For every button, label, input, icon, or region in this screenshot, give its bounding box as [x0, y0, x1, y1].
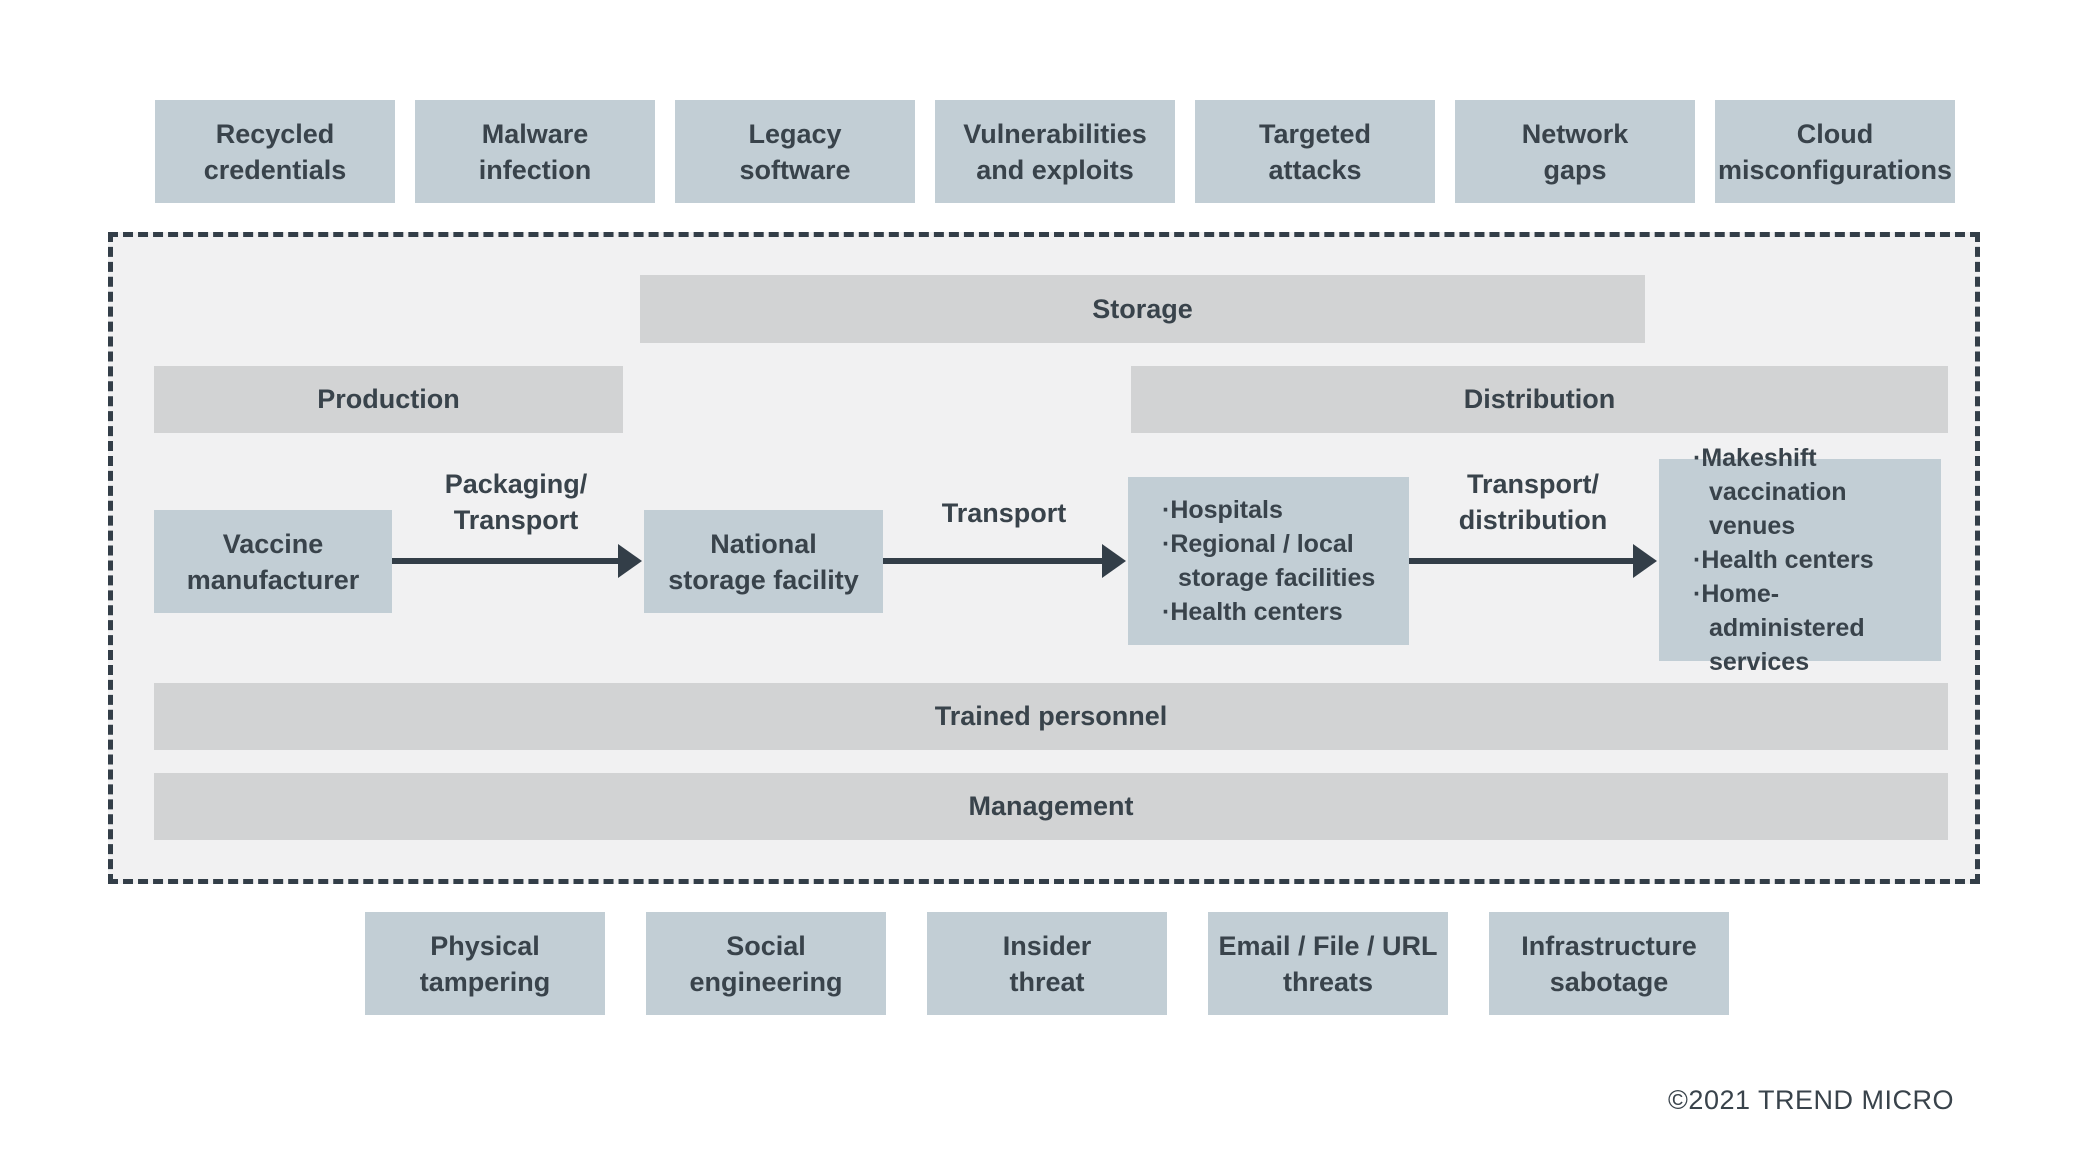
arrow-shaft	[392, 558, 618, 564]
node-final-destinations: Makeshift vaccination venues Health cent…	[1659, 444, 1941, 676]
stage-bar-management: Management	[154, 773, 1948, 840]
threat-box-insider-threat: Insider threat	[927, 912, 1167, 1015]
regional-destinations-list: Hospitals Regional / local storage facil…	[1162, 493, 1399, 629]
list-item: Regional / local storage facilities	[1162, 527, 1399, 595]
threat-box-infrastructure-sabotage: Infrastructure sabotage	[1489, 912, 1729, 1015]
list-item: Home-administered services	[1693, 577, 1931, 679]
threat-box-physical-tampering: Physical tampering	[365, 912, 605, 1015]
arrow-regional-to-final	[1409, 543, 1657, 579]
arrow-head-icon	[1102, 544, 1126, 578]
threat-box-legacy-software: Legacy software	[675, 100, 915, 203]
node-national-storage-facility: National storage facility	[644, 510, 883, 613]
threat-box-targeted-attacks: Targeted attacks	[1195, 100, 1435, 203]
arrow-national-to-regional	[883, 543, 1126, 579]
arrow-shaft	[1409, 558, 1633, 564]
threat-box-email-file-url-threats: Email / File / URL threats	[1208, 912, 1448, 1015]
bottom-threats-row: Physical tampering Social engineering In…	[365, 912, 1729, 1015]
list-item: Health centers	[1693, 543, 1931, 577]
stage-bar-production: Production	[154, 366, 623, 433]
copyright-notice: ©2021 TREND MICRO	[1668, 1085, 1954, 1115]
arrow-manufacturer-to-national	[392, 543, 642, 579]
threat-box-vulnerabilities-exploits: Vulnerabilities and exploits	[935, 100, 1175, 203]
stage-bar-distribution: Distribution	[1131, 366, 1948, 433]
list-item: Makeshift vaccination venues	[1693, 441, 1931, 543]
list-item: Hospitals	[1162, 493, 1399, 527]
threat-box-malware-infection: Malware infection	[415, 100, 655, 203]
threat-box-social-engineering: Social engineering	[646, 912, 886, 1015]
list-item: Health centers	[1162, 595, 1399, 629]
node-regional-destinations: Hospitals Regional / local storage facil…	[1128, 477, 1409, 645]
arrow-label-packaging-transport: Packaging/ Transport	[444, 469, 588, 535]
top-threats-row: Recycled credentials Malware infection L…	[155, 100, 1955, 203]
stage-bar-trained-personnel: Trained personnel	[154, 683, 1948, 750]
threat-box-cloud-misconfigurations: Cloud misconfigurations	[1715, 100, 1955, 203]
final-destinations-list: Makeshift vaccination venues Health cent…	[1693, 441, 1931, 679]
threat-box-recycled-credentials: Recycled credentials	[155, 100, 395, 203]
node-vaccine-manufacturer: Vaccine manufacturer	[154, 510, 392, 613]
arrow-label-transport-distribution: Transport/ distribution	[1458, 469, 1608, 535]
stage-bar-storage: Storage	[640, 275, 1645, 343]
arrow-shaft	[883, 558, 1102, 564]
arrow-head-icon	[1633, 544, 1657, 578]
threat-box-network-gaps: Network gaps	[1455, 100, 1695, 203]
arrow-label-transport: Transport	[941, 498, 1067, 528]
arrow-head-icon	[618, 544, 642, 578]
